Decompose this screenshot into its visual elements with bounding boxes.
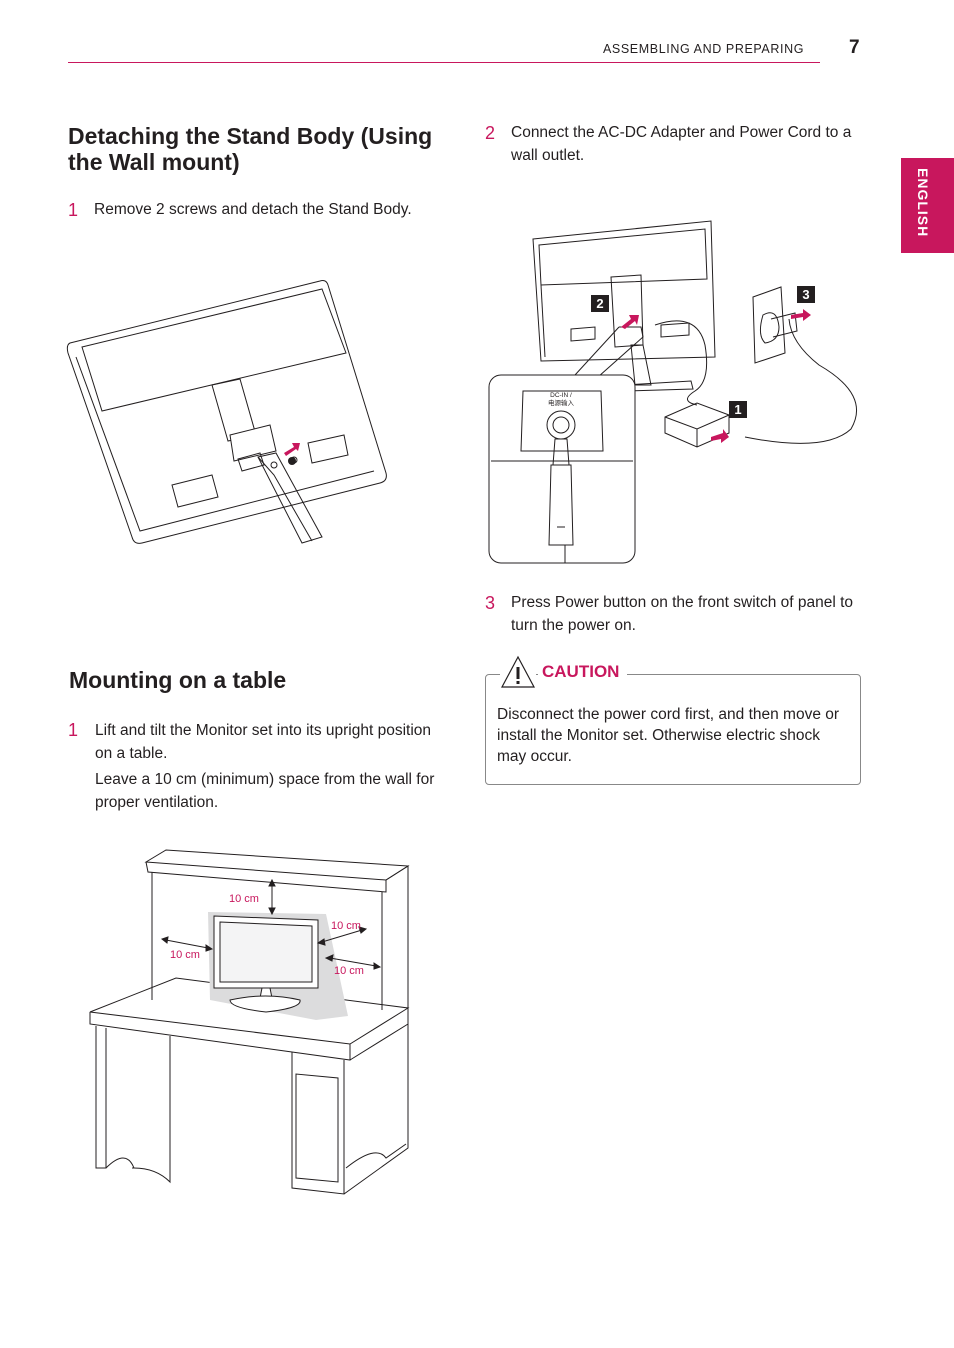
table-mount-illustration: 10 cm 10 cm 10 cm 10 cm [89,849,410,1195]
step-text: Remove 2 screws and detach the Stand Bod… [94,201,412,218]
step-text: Lift and tilt the Monitor set into its u… [95,722,432,762]
callout-badge-2: 2 [591,295,609,312]
step-number: 2 [485,123,496,143]
clearance-label-top: 10 cm [229,893,259,905]
detach-stand-illustration [66,280,387,544]
section-title-table: Mounting on a table [69,667,287,693]
caution-label: CAUTION [538,662,628,682]
step-number: 1 [68,200,79,220]
caution-box [485,674,861,785]
step-number: 3 [485,593,496,613]
language-tab-label: ENGLISH [915,168,931,238]
clearance-label-rear: 10 cm [334,965,364,977]
step-text: Press Power button on the front switch o… [511,594,854,634]
page-number: 7 [849,37,860,58]
clearance-label-right: 10 cm [331,920,361,932]
port-label-cn: 电源输入 [548,398,575,407]
step-text: Connect the AC-DC Adapter and Power Cord… [511,124,852,164]
language-tab: ENGLISH [901,158,954,253]
svg-text:3: 3 [802,287,809,302]
power-connection-illustration: DC-IN / 电源输入 2 3 1 [488,220,858,564]
callout-badge-3: 3 [797,286,815,303]
header-rule [68,62,820,63]
warning-triangle-icon [500,654,536,690]
caution-text: Disconnect the power cord first, and the… [497,706,840,765]
svg-text:1: 1 [734,402,741,417]
header-section-title: ASSEMBLING AND PREPARING [603,42,805,56]
callout-badge-1: 1 [729,401,747,418]
section-title-detach: Detaching the Stand Body (Using the Wall… [68,123,433,175]
port-label-dc-in: DC-IN / [550,392,572,399]
step-note: Leave a 10 cm (minimum) space from the w… [95,771,435,811]
step-number: 1 [68,720,79,740]
clearance-label-left: 10 cm [170,949,200,961]
svg-text:2: 2 [596,296,603,311]
